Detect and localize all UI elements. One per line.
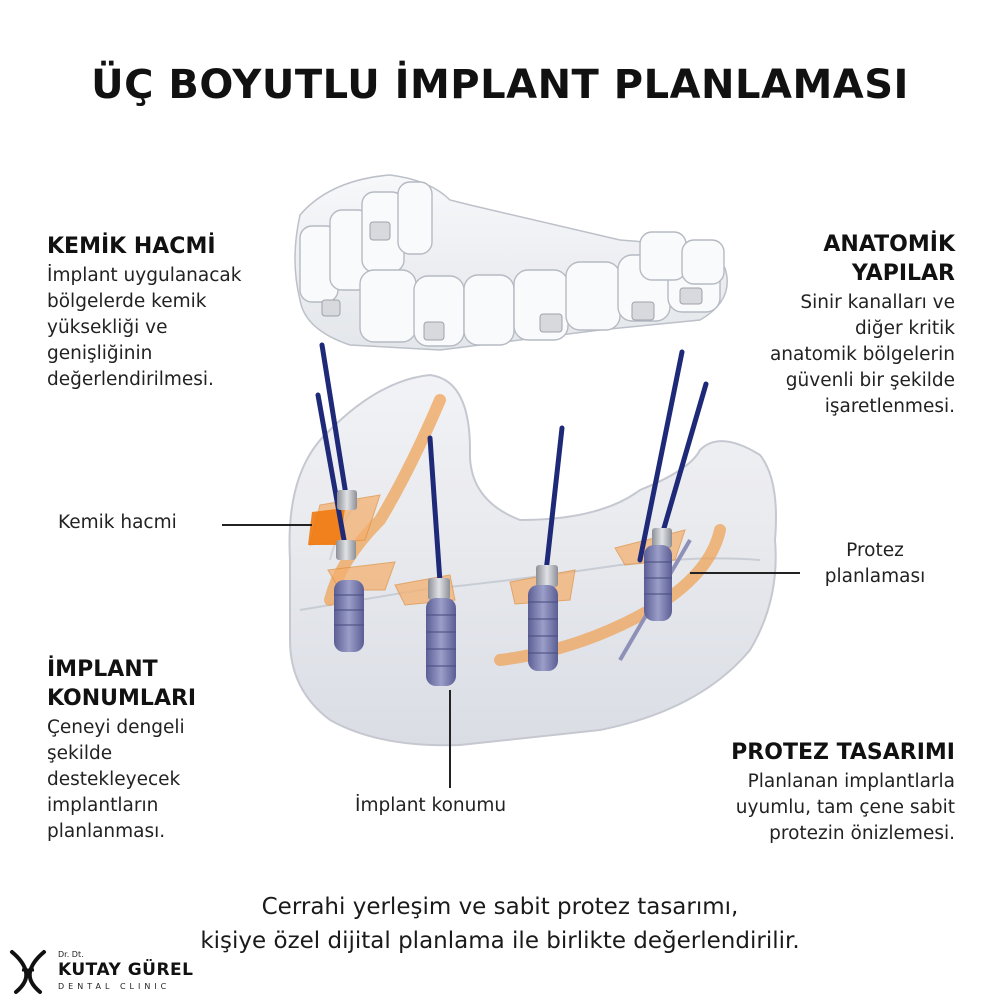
protez-tasarimi-section: PROTEZ TASARIMI Planlanan implantlarla u… [670, 738, 955, 847]
protez-tasarimi-text: Planlanan implantlarla uyumlu, tam çene … [735, 771, 955, 844]
anatomik-yapilar-heading: ANATOMİK YAPILAR [823, 232, 955, 286]
logo-prefix: Dr. Dt. [58, 950, 84, 959]
upper-prosthesis [294, 174, 728, 351]
implant-bodies [334, 490, 672, 686]
clinic-logo-icon [10, 950, 46, 994]
callout-implant-konumu: İmplant konumu [355, 795, 507, 816]
callout-lines [222, 524, 800, 788]
anatomik-yapilar-section: ANATOMİK YAPILAR Sinir kanalları ve diğe… [700, 230, 955, 420]
implant-konumlari-section: İMPLANT KONUMLARI Çeneyi dengeli şekilde… [47, 655, 257, 845]
page-title: ÜÇ BOYUTLU İMPLANT PLANLAMASI [91, 62, 909, 108]
kemik-hacmi-text: İmplant uygulanacak bölgelerde kemik yük… [47, 265, 242, 390]
kemik-hacmi-heading: KEMİK HACMİ [47, 234, 216, 259]
guide-rods [315, 342, 709, 585]
footer-caption: Cerrahi yerleşim ve sabit protez tasarım… [200, 894, 800, 954]
logo-name: KUTAY GÜREL [58, 960, 194, 980]
kemik-hacmi-section: KEMİK HACMİ İmplant uygulanacak bölgeler… [47, 232, 307, 393]
logo-subtitle: DENTAL CLINIC [58, 982, 171, 991]
kemik-hacmi-highlight [308, 508, 345, 545]
implant-konumlari-heading: İMPLANT KONUMLARI [47, 657, 197, 711]
protez-tasarimi-heading: PROTEZ TASARIMI [731, 740, 955, 765]
callout-kemik-hacmi: Kemik hacmi [58, 512, 177, 533]
callout-protez-planlamasi: Protez planlaması [824, 540, 926, 587]
anatomik-yapilar-text: Sinir kanalları ve diğer kritik anatomik… [769, 292, 955, 417]
implant-konumlari-text: Çeneyi dengeli şekilde destekleyecek imp… [47, 717, 185, 842]
